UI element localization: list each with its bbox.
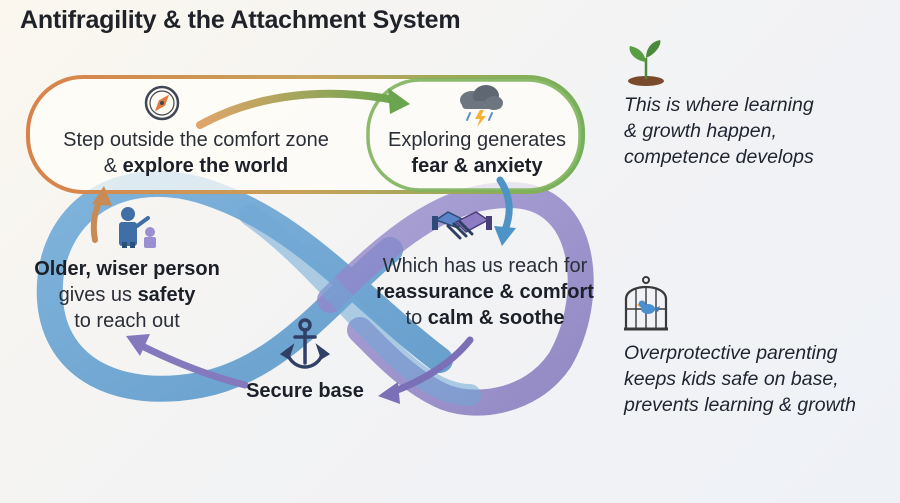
learning-line3: competence develops	[624, 146, 814, 168]
page-title: Antifragility & the Attachment System	[20, 6, 461, 34]
anchor-icon	[279, 318, 331, 369]
explore-line1: Step outside the comfort zone	[63, 129, 329, 151]
reassurance-line3: to calm & soothe	[358, 305, 612, 331]
explore-line2-prefix: &	[103, 155, 123, 177]
adult-child-icon	[119, 207, 156, 248]
reassurance-line2: reassurance & comfort	[358, 279, 612, 305]
base-to-safety-arrowhead	[126, 334, 150, 356]
fear-to-reassurance-arrow	[496, 176, 513, 234]
reassurance-to-base-arrow	[388, 336, 474, 396]
fear-inner-frame	[366, 78, 582, 192]
overprotective-note: Overprotective parenting keeps kids safe…	[624, 340, 896, 418]
safety-line1-bold: Older, wiser person	[34, 258, 220, 280]
infinity-loop	[36, 170, 594, 416]
safety-line2: gives us safety	[22, 282, 232, 308]
explore-node: Step outside the comfort zone & explore …	[36, 127, 356, 179]
fear-node: Exploring generates fear & anxiety	[372, 127, 582, 179]
compass-icon	[144, 85, 180, 121]
explore-to-fear-arrow	[196, 89, 399, 129]
secure-base-label: Secure base	[246, 380, 364, 402]
safety-to-explore-arrow	[90, 197, 103, 243]
explore-line2-bold: explore the world	[122, 155, 289, 177]
blue-loop-cross	[239, 204, 481, 406]
reassurance-line3-prefix: to	[405, 307, 428, 329]
learning-line2: & growth happen,	[624, 120, 777, 142]
safety-to-explore-arrowhead	[92, 186, 112, 206]
handshake-icon	[432, 211, 492, 240]
reassurance-line2-bold: reassurance & comfort	[376, 281, 594, 303]
safety-line1: Older, wiser person	[22, 256, 232, 282]
birdcage-icon	[624, 276, 668, 331]
fear-line1: Exploring generates	[388, 129, 566, 151]
safety-line2-bold: safety	[137, 284, 196, 306]
secure-base-node: Secure base	[230, 378, 380, 404]
reassurance-line1: Which has us reach for	[382, 255, 588, 277]
fear-to-reassurance-arrowhead	[494, 226, 516, 246]
overprotective-line1: Overprotective parenting	[624, 342, 838, 364]
sprout-icon	[628, 40, 664, 86]
reassurance-node: Which has us reach for reassurance & com…	[358, 253, 612, 331]
explore-line2: & explore the world	[36, 153, 356, 179]
reassurance-line3-bold: calm & soothe	[427, 307, 565, 329]
base-to-safety-arrow	[136, 341, 249, 389]
storm-cloud-icon	[460, 85, 503, 127]
reassurance-to-base-arrowhead	[378, 382, 400, 404]
overprotective-line2: keeps kids safe on base,	[624, 368, 839, 390]
safety-line3: to reach out	[74, 310, 180, 332]
fear-line2: fear & anxiety	[372, 153, 582, 179]
learning-line1: This is where learning	[624, 94, 814, 116]
safety-line2-prefix: gives us	[58, 284, 138, 306]
explore-to-fear-arrowhead	[388, 88, 410, 114]
fear-line2-bold: fear & anxiety	[411, 155, 543, 177]
safety-node: Older, wiser person gives us safety to r…	[22, 256, 232, 334]
overprotective-line3: prevents learning & growth	[624, 394, 856, 416]
learning-note: This is where learning & growth happen, …	[624, 92, 894, 170]
